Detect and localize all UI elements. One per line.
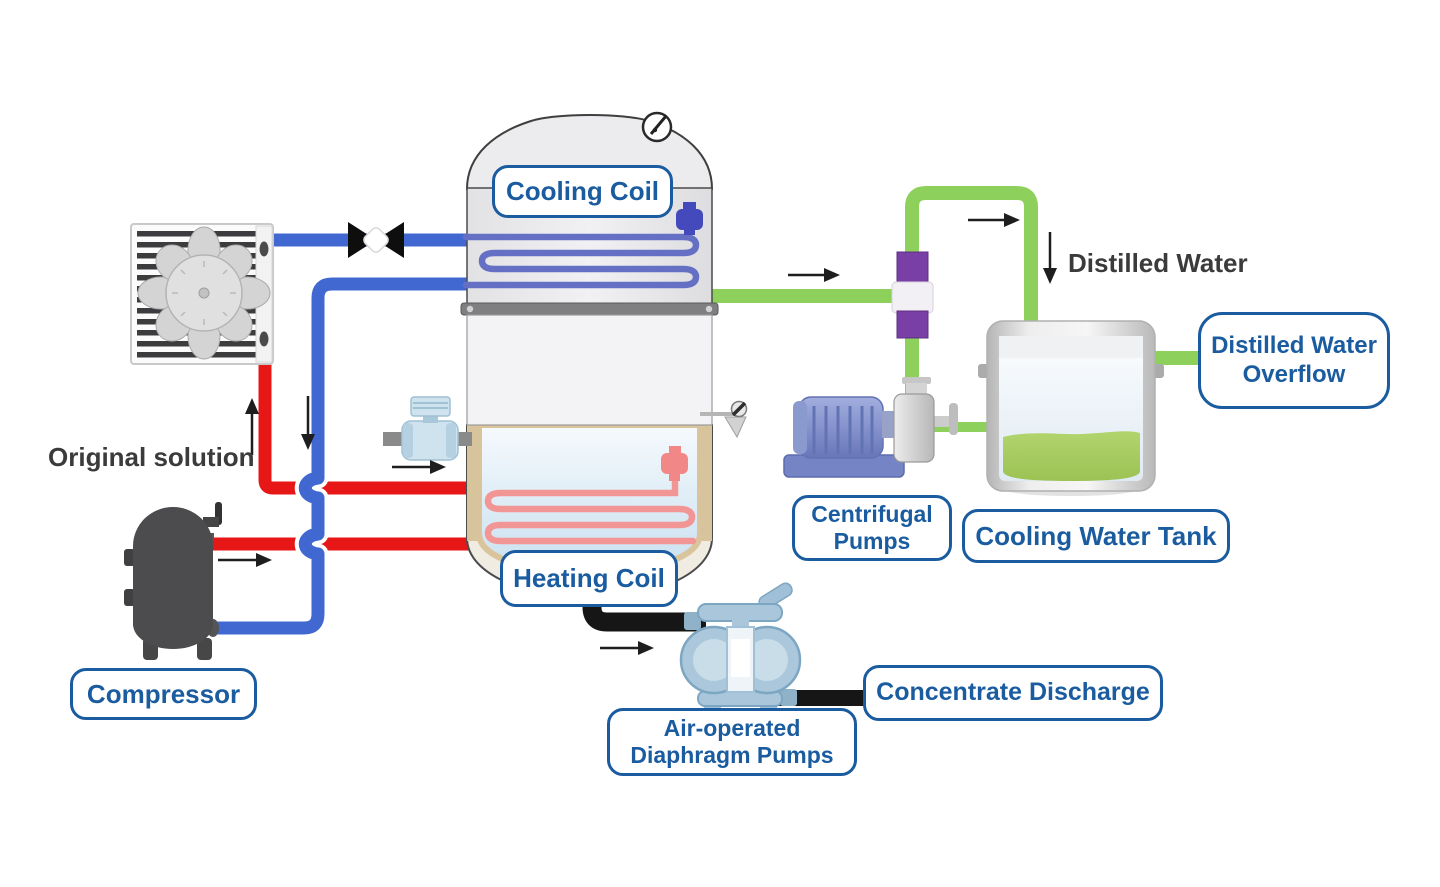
centrifugal-pump-icon <box>783 377 998 478</box>
label-centrifugal-pumps: Centrifugal Pumps <box>792 495 952 561</box>
sample-tap-icon <box>700 400 748 439</box>
flow-arrow-icon <box>218 213 1057 655</box>
fan-blades-icon <box>137 226 271 360</box>
shutoff-valve-icon <box>348 222 404 258</box>
label-heating-coil: Heating Coil <box>500 550 678 607</box>
distillate-pipe <box>705 186 1206 365</box>
cooling-coil-icon <box>462 202 703 289</box>
label-distilled-water: Distilled Water <box>1068 248 1248 278</box>
label-air-operated-diaphragm-pumps: Air-operated Diaphragm Pumps <box>607 708 857 776</box>
label-cooling-coil: Cooling Coil <box>492 165 673 218</box>
hot-gas-pipe <box>205 350 469 551</box>
flow-meter-icon <box>383 396 472 461</box>
label-cooling-water-tank: Cooling Water Tank <box>962 509 1230 563</box>
compressor-tank-icon <box>124 502 222 660</box>
fan-condenser-icon <box>130 223 274 365</box>
label-distilled-water-overflow: Distilled Water Overflow <box>1198 312 1390 409</box>
heating-coil-icon <box>484 446 697 545</box>
cooling-water-tank-icon <box>978 320 1164 496</box>
pressure-gauge-icon <box>641 111 673 143</box>
label-concentrate-discharge: Concentrate Discharge <box>863 665 1163 721</box>
label-compressor: Compressor <box>70 668 257 720</box>
air-diaphragm-pump-icon <box>679 582 802 713</box>
label-original-solution: Original solution <box>48 442 255 472</box>
